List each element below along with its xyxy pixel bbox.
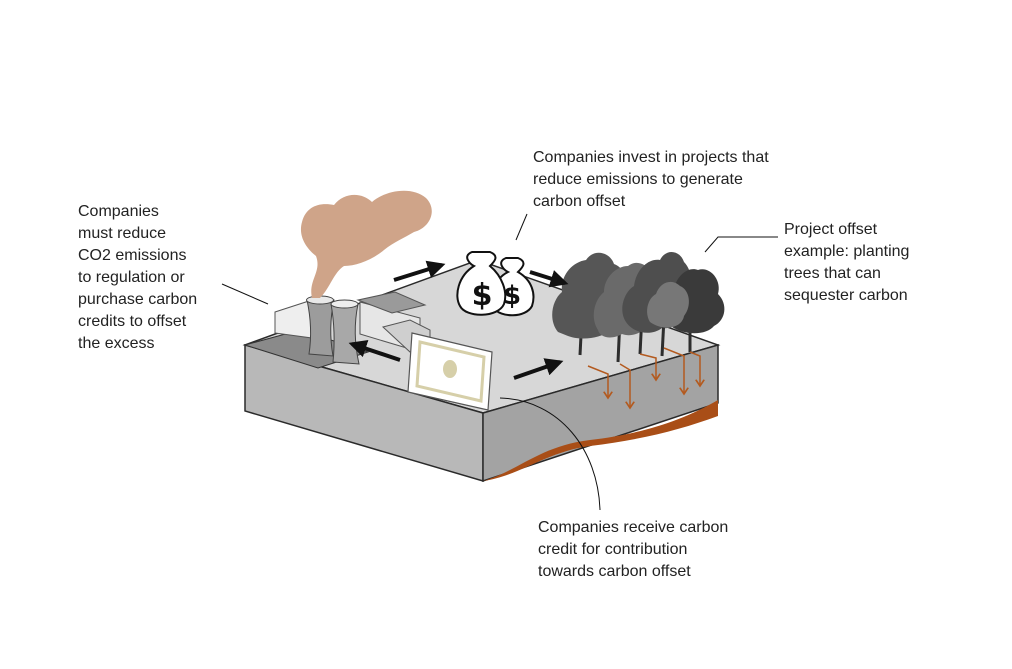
project-label: Project offset example: planting trees t…	[784, 219, 909, 307]
cooling-tower-icon	[306, 295, 335, 357]
label-line: credits to offset	[78, 313, 187, 330]
arrow-factory-to-money	[393, 260, 446, 282]
carbon-credit-certificate-icon	[407, 332, 493, 411]
label-line: Companies receive carbon	[538, 519, 729, 536]
leader-invest	[515, 213, 528, 241]
smoke-cloud	[300, 190, 432, 298]
label-line: reduce emissions to generate	[533, 171, 743, 188]
label-line: credit for contribution	[538, 541, 688, 558]
svg-text:$: $	[472, 278, 493, 313]
tree-icon	[647, 281, 689, 357]
label-line: trees that can	[784, 265, 881, 282]
leader-lines	[221, 213, 778, 511]
label-line: Companies	[78, 203, 159, 220]
cooling-tower-icon	[330, 299, 360, 365]
label-line: must reduce	[78, 225, 167, 242]
label-line: to regulation or	[78, 269, 185, 286]
leader-regulation	[221, 283, 269, 305]
arrow-certificate-to-factory	[348, 340, 401, 362]
leader-credit	[499, 397, 601, 511]
carbon-sequestration-arrows	[587, 347, 700, 408]
arrow-trees-to-certificate	[513, 358, 564, 380]
credit-label: Companies receive carbon credit for cont…	[538, 517, 728, 583]
invest-label: Companies invest in projects that reduce…	[533, 147, 769, 213]
label-line: CO2 emissions	[78, 247, 187, 264]
leader-project	[704, 236, 778, 253]
label-line: Companies invest in projects that	[533, 149, 769, 166]
label-line: towards carbon offset	[538, 563, 691, 580]
soil-layer	[483, 400, 718, 481]
money-bag-icon: $	[456, 251, 507, 316]
flow-arrows	[348, 260, 569, 380]
label-line: purchase carbon	[78, 291, 198, 308]
label-line: Project offset	[784, 221, 878, 238]
regulation-label: Companies must reduce CO2 emissions to r…	[78, 201, 197, 355]
svg-text:$: $	[503, 281, 521, 311]
label-line: the excess	[78, 335, 155, 352]
label-line: example: planting	[784, 243, 910, 260]
arrow-money-to-trees	[529, 270, 569, 288]
label-line: carbon offset	[533, 193, 626, 210]
label-line: sequester carbon	[784, 287, 908, 304]
